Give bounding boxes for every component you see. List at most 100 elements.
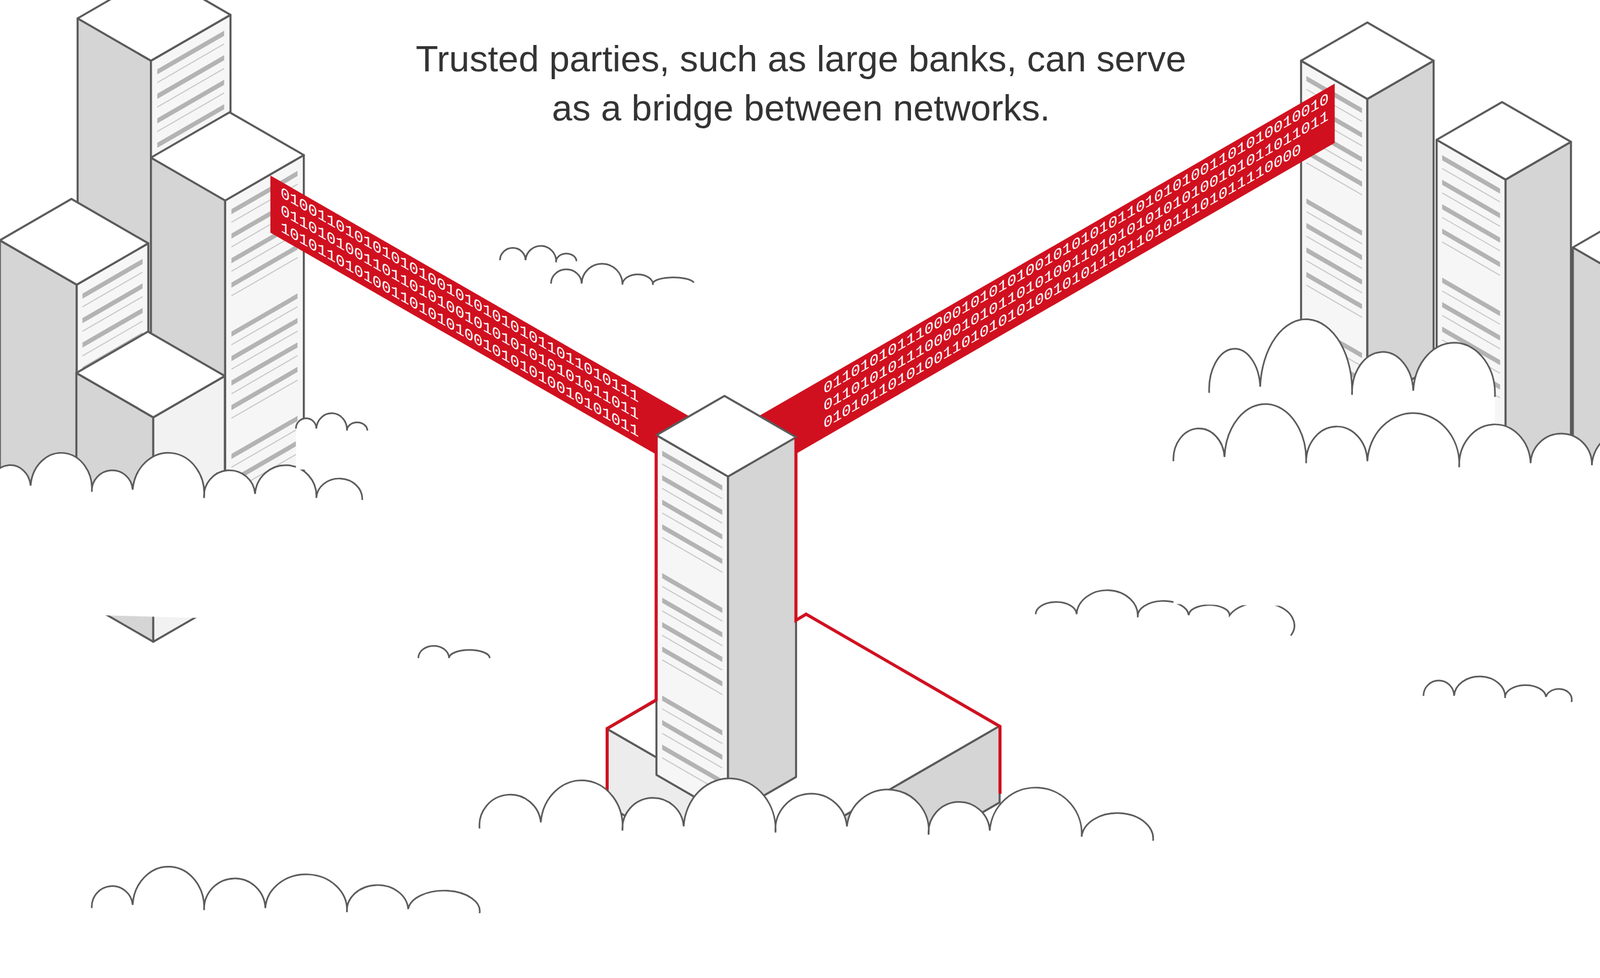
cloud-fill — [1173, 404, 1600, 613]
cloud-outline — [0, 452, 363, 501]
server-slat-line — [1306, 162, 1362, 195]
server-slat-line — [662, 586, 723, 622]
server-slat — [231, 244, 298, 288]
server-slat-line — [1306, 285, 1362, 318]
server-slat — [662, 499, 723, 540]
server-slat-line — [662, 537, 723, 573]
binary-text: 0110101011100001010101001010101011010101… — [823, 86, 1335, 400]
server-slat-line — [662, 488, 723, 524]
server-slat — [662, 524, 723, 564]
block-face — [607, 729, 802, 918]
server-slat-line — [662, 635, 723, 671]
server-slat — [662, 621, 723, 662]
cloud-fill — [418, 645, 490, 667]
block-top — [76, 331, 225, 418]
cloud-fill — [91, 866, 480, 978]
server-slat-line — [662, 708, 723, 744]
block-top — [607, 614, 1000, 841]
server-slat — [231, 317, 298, 362]
server-slat — [1442, 449, 1501, 488]
cloud-outline — [551, 263, 694, 285]
server-slat — [231, 440, 298, 484]
server-slat-line — [662, 464, 723, 499]
cloud-outline — [1035, 590, 1295, 636]
server-slat — [231, 293, 298, 337]
cloud-fill — [1035, 590, 1295, 651]
server-slat-line — [662, 611, 723, 646]
cloud-fill — [479, 778, 1153, 978]
block-face — [1436, 139, 1506, 517]
server-slat-line — [231, 477, 298, 517]
server-block — [1436, 101, 1572, 517]
cloud-outline — [1173, 404, 1600, 470]
server-slat-line — [231, 380, 298, 419]
block-top — [77, 0, 231, 61]
highlight-outline — [795, 437, 1000, 795]
block-top — [1436, 101, 1572, 180]
server-slat — [662, 450, 723, 491]
server-slat-line — [662, 659, 723, 695]
block-face — [1367, 60, 1434, 405]
block-face — [1573, 247, 1600, 616]
server-slat-line — [1306, 358, 1362, 392]
clouds — [0, 245, 1600, 978]
binary-text: 010011010101010100101010101011011010111 — [280, 184, 705, 446]
server-slat-line — [662, 512, 723, 548]
block-face — [153, 376, 225, 642]
server-slat — [662, 573, 723, 613]
server-block — [656, 395, 797, 817]
server-slat — [231, 464, 298, 508]
block-face — [0, 240, 77, 591]
server-slat-line — [662, 758, 723, 793]
block-top — [0, 199, 149, 285]
server-slat — [1442, 228, 1501, 267]
server-slat — [157, 55, 224, 99]
server-slat — [662, 474, 723, 515]
server-block — [76, 331, 225, 642]
cloud-fill — [1423, 676, 1572, 713]
server-slat — [662, 597, 723, 638]
cloud-outline — [479, 778, 1153, 841]
cloud-outline — [500, 245, 577, 263]
block-top — [1301, 22, 1434, 99]
server-slat — [1442, 351, 1501, 390]
cloud-outline — [295, 413, 368, 431]
server-slat — [662, 646, 723, 687]
server-slat — [231, 342, 298, 386]
server-slat-line — [1442, 241, 1501, 276]
cloud-fill — [500, 245, 577, 276]
server-block — [607, 614, 1000, 917]
binary-text: 0101011010100110101010100101011101101011… — [823, 121, 1335, 434]
server-slat-line — [662, 733, 723, 769]
block-top — [1573, 203, 1600, 288]
cloud-fill — [1208, 319, 1496, 520]
binary-text: 0110101011100001010110101001101010101010… — [823, 103, 1335, 417]
block-face — [1505, 142, 1572, 517]
highlight-outline — [606, 435, 657, 797]
server-slat — [157, 79, 224, 124]
server-slat — [662, 720, 723, 760]
cloud-outline — [1423, 676, 1572, 703]
server-slat-line — [1442, 364, 1501, 399]
block-face — [728, 437, 796, 817]
binary-text: 011010100110110101001010101010101011011 — [280, 201, 705, 463]
cloud-outline — [418, 645, 490, 658]
central-tower — [606, 395, 1000, 917]
binary-text: 101011010100110101010010101010010101011 — [280, 218, 705, 480]
server-slat — [231, 415, 298, 459]
cloud-fill — [295, 413, 368, 472]
server-slat — [662, 695, 723, 736]
data-band: 0110101011100001010101001010101011010101… — [760, 83, 1335, 475]
block-face — [76, 373, 153, 642]
block-top — [656, 395, 797, 477]
cloud-fill — [0, 452, 363, 623]
server-slat — [662, 744, 723, 785]
cloud-outline — [1208, 319, 1496, 397]
cloud-fill — [551, 263, 694, 297]
server-block — [1573, 203, 1600, 615]
caption-text: Trusted parties, such as large banks, ca… — [402, 34, 1199, 133]
